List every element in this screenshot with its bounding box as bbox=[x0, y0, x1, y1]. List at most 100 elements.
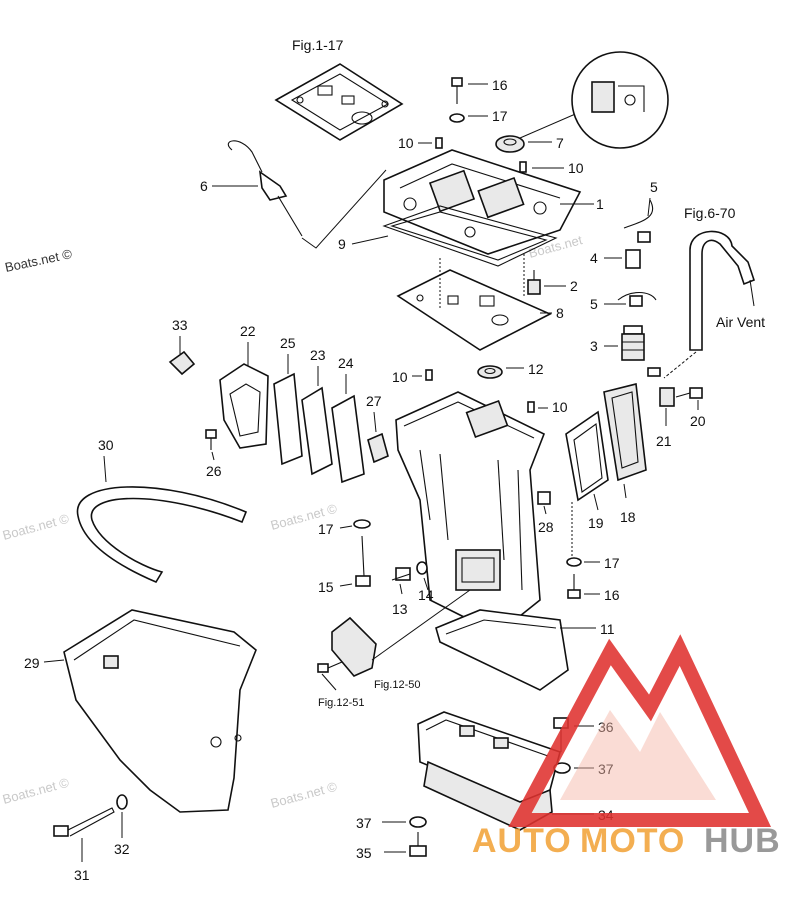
pin-10-d bbox=[527, 401, 535, 413]
nut-35 bbox=[409, 832, 427, 857]
bolt-31 bbox=[53, 807, 115, 837]
callout-7: 7 bbox=[556, 135, 564, 151]
filter-3 bbox=[621, 325, 645, 361]
clamp-5-top bbox=[623, 199, 653, 243]
callout-15: 15 bbox=[318, 579, 334, 595]
logo-text-moto: MOTO bbox=[580, 822, 685, 860]
callout-16: 16 bbox=[492, 77, 508, 93]
detail-magnifier bbox=[571, 51, 669, 149]
pin-10-b bbox=[519, 161, 527, 173]
callout-17: 17 bbox=[604, 555, 620, 571]
fig-ref-12-51: Fig.12-51 bbox=[318, 697, 364, 709]
fig-ref-1-17: Fig.1-17 bbox=[292, 37, 344, 53]
bolt-fig-12-51 bbox=[317, 661, 343, 673]
top-gasket bbox=[274, 63, 404, 141]
callout-35: 35 bbox=[356, 845, 372, 861]
callout-10: 10 bbox=[568, 160, 584, 176]
callout-22: 22 bbox=[240, 323, 256, 339]
main-housing bbox=[395, 391, 546, 621]
callout-27: 27 bbox=[366, 393, 382, 409]
callout-36: 36 bbox=[598, 719, 614, 735]
callout-14: 14 bbox=[418, 587, 434, 603]
callout-6: 6 bbox=[200, 178, 208, 194]
bolt-20 bbox=[675, 387, 703, 399]
callout-19: 19 bbox=[588, 515, 604, 531]
callout-13: 13 bbox=[392, 601, 408, 617]
watermark-boats-net: Boats.net © bbox=[1, 775, 71, 807]
callout-26: 26 bbox=[206, 463, 222, 479]
callout-10: 10 bbox=[552, 399, 568, 415]
callout-33: 33 bbox=[172, 317, 188, 333]
washer-32 bbox=[116, 794, 128, 810]
seal-12 bbox=[477, 365, 503, 379]
label-air-vent: Air Vent bbox=[716, 314, 765, 330]
damper-27 bbox=[367, 432, 389, 464]
callout-1: 1 bbox=[596, 196, 604, 212]
watermark-boats-net: Boats.net © bbox=[269, 779, 339, 811]
callout-18: 18 bbox=[620, 509, 636, 525]
callout-31: 31 bbox=[74, 867, 90, 883]
watermark-boats-net: Boats.net © bbox=[1, 511, 71, 543]
watermark-boats-net: Boats.net © bbox=[4, 246, 74, 275]
callout-37: 37 bbox=[598, 761, 614, 777]
callout-23: 23 bbox=[310, 347, 326, 363]
callout-16: 16 bbox=[604, 587, 620, 603]
bolt-16-right bbox=[567, 574, 581, 599]
callout-28: 28 bbox=[538, 519, 554, 535]
callout-2: 2 bbox=[570, 278, 578, 294]
air-vent-hose bbox=[689, 230, 755, 351]
callout-21: 21 bbox=[656, 433, 672, 449]
bolt-16-top bbox=[451, 77, 463, 104]
dipstick bbox=[227, 140, 303, 237]
callout-29: 29 bbox=[24, 655, 40, 671]
plate-23 bbox=[301, 386, 333, 476]
rubber-seal-30 bbox=[76, 486, 248, 584]
washer-17-right bbox=[566, 557, 582, 567]
head-gasket bbox=[396, 269, 552, 351]
washer-37-bottom bbox=[409, 816, 427, 828]
fig-ref-6-70: Fig.6-70 bbox=[684, 205, 736, 221]
bracket-22 bbox=[219, 363, 269, 449]
bolt-13 bbox=[391, 567, 411, 581]
callout-5: 5 bbox=[650, 179, 658, 195]
cylinder-head-cover bbox=[383, 149, 582, 255]
callout-12: 12 bbox=[528, 361, 544, 377]
plug-28 bbox=[537, 491, 551, 505]
callout-17: 17 bbox=[318, 521, 334, 537]
callout-37: 37 bbox=[356, 815, 372, 831]
pin-10-a bbox=[435, 137, 443, 149]
vent-fitting-21 bbox=[647, 367, 675, 407]
washer-14 bbox=[416, 561, 428, 575]
callout-10: 10 bbox=[398, 135, 414, 151]
oil-seal-7 bbox=[495, 135, 525, 153]
callout-25: 25 bbox=[280, 335, 296, 351]
cover-plate-19 bbox=[565, 410, 609, 502]
callout-30: 30 bbox=[98, 437, 114, 453]
callout-32: 32 bbox=[114, 841, 130, 857]
logo-text-auto: AUTO bbox=[472, 822, 572, 860]
drive-shaft-housing bbox=[435, 609, 569, 691]
logo-text-hub: HUB bbox=[704, 822, 781, 860]
callout-24: 24 bbox=[338, 355, 354, 371]
washer-17-top bbox=[449, 113, 465, 123]
bolt-26 bbox=[205, 429, 217, 450]
grommet-33 bbox=[168, 350, 196, 376]
head-cover-gasket bbox=[382, 205, 558, 267]
lower-cowl-29 bbox=[63, 609, 257, 813]
cover-18 bbox=[603, 383, 647, 482]
washer-17-left bbox=[353, 519, 371, 529]
cover-fig-12-50 bbox=[331, 616, 377, 677]
sleeve-4 bbox=[625, 249, 641, 269]
callout-17: 17 bbox=[492, 108, 508, 124]
gasket-24 bbox=[331, 394, 365, 484]
callout-11: 11 bbox=[600, 621, 615, 637]
automotohub-logo: AUTO MOTO HUB bbox=[472, 634, 781, 860]
bolt-15 bbox=[355, 535, 371, 587]
callout-3: 3 bbox=[590, 338, 598, 354]
callout-10: 10 bbox=[392, 369, 408, 385]
gasket-25 bbox=[273, 372, 303, 466]
callout-8: 8 bbox=[556, 305, 564, 321]
pin-10-c bbox=[425, 369, 433, 381]
callout-9: 9 bbox=[338, 236, 346, 252]
